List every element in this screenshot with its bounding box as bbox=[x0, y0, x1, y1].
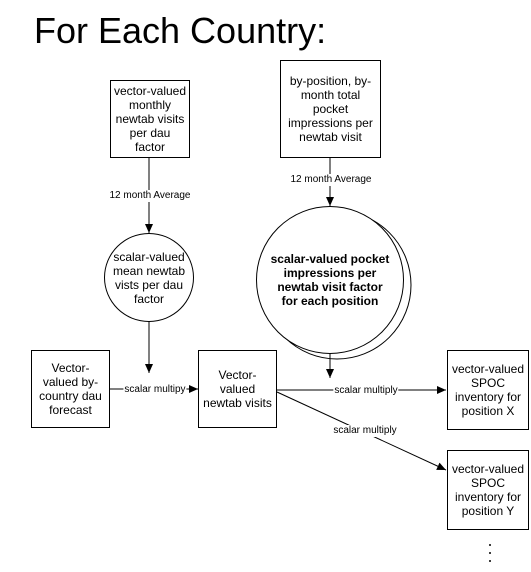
node-pocket-factor: scalar-valued pocket impressions per new… bbox=[256, 206, 404, 354]
ellipsis-dot bbox=[489, 544, 491, 546]
node-spoc-y: vector-valued SPOC inventory for positio… bbox=[447, 450, 529, 530]
edge-label-multiply-y: scalar multiply bbox=[332, 425, 398, 437]
page-title: For Each Country: bbox=[34, 10, 327, 51]
edge-label-multiply-x: scalar multiply bbox=[333, 385, 399, 397]
node-monthly-visits: vector-valued monthly newtab visits per … bbox=[110, 80, 190, 158]
edge-label-avg-right: 12 month Average bbox=[289, 174, 373, 186]
node-dau-forecast: Vector-valued by-country dau forecast bbox=[31, 350, 110, 428]
edge-label-multiply-dau: scalar multipy bbox=[123, 384, 187, 396]
ellipsis-dot bbox=[489, 552, 491, 554]
node-spoc-x: vector-valued SPOC inventory for positio… bbox=[447, 350, 529, 430]
continuation-ellipsis: ⋮ bbox=[485, 540, 495, 570]
node-mean-visits: scalar-valued mean newtab vists per dau … bbox=[104, 233, 194, 322]
ellipsis-dot bbox=[489, 560, 491, 562]
node-pocket-impressions: by-position, by-month total pocket impre… bbox=[280, 60, 381, 158]
node-newtab-visits: Vector-valued newtab visits bbox=[198, 350, 277, 428]
edge-label-avg-left: 12 month Average bbox=[108, 190, 192, 202]
